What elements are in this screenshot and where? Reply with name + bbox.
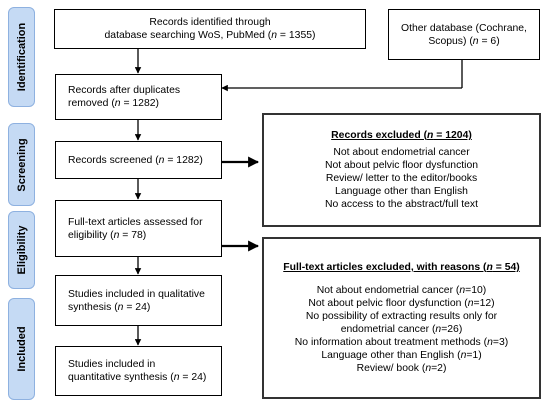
records-identified-box: Records identified through database sear…: [54, 9, 366, 49]
excluded-reason: Not about endometrial cancer: [333, 147, 470, 158]
qualitative-line1: Studies included in qualitative: [68, 288, 205, 300]
stage-identification: Identification: [8, 7, 35, 107]
fulltext-excluded-box: Full-text articles excluded, with reason…: [262, 237, 541, 399]
quantitative-line1: Studies included in: [68, 359, 156, 370]
other-database-line1: Other database (Cochrane,: [401, 22, 527, 34]
fulltext-reason: No information about treatment methods (…: [294, 337, 509, 348]
records-after-duplicates-box: Records after duplicates removed (n = 12…: [55, 74, 222, 120]
other-database-line2: Scopus) (n = 6): [428, 35, 500, 47]
stage-eligibility: Eligibility: [8, 211, 35, 289]
fulltext-reason: endometrial cancer (n=26): [340, 324, 463, 335]
fulltext-reason: Not about endometrial cancer (n=10): [316, 285, 487, 296]
fulltext-reason: No possibility of extracting results onl…: [305, 311, 498, 322]
quantitative-synthesis-box: Studies included in quantitative synthes…: [55, 346, 222, 396]
qualitative-line2: synthesis (n = 24): [68, 301, 151, 313]
excluded-reason: Not about pelvic floor dysfunction: [324, 160, 479, 171]
fulltext-reason: Not about pelvic floor dysfunction (n=12…: [308, 298, 495, 309]
stage-included: Included: [8, 298, 35, 400]
records-after-duplicates-line1: Records after duplicates: [68, 85, 181, 96]
records-identified-line1: Records identified through: [149, 17, 271, 28]
stage-screening: Screening: [8, 123, 35, 206]
other-database-box: Other database (Cochrane, Scopus) (n = 6…: [388, 9, 540, 60]
excluded-reason: Review/ letter to the editor/books: [325, 173, 478, 184]
quantitative-line2: quantitative synthesis (n = 24): [68, 372, 207, 383]
fulltext-excluded-title: Full-text articles excluded, with reason…: [283, 262, 520, 273]
excluded-reason: Language other than English: [335, 186, 468, 197]
records-screened-box: Records screened (n = 1282): [55, 141, 222, 179]
fulltext-reason: Review/ book (n=2): [356, 363, 447, 374]
excluded-reason: No access to the abstract/full text: [324, 199, 479, 210]
qualitative-synthesis-box: Studies included in qualitative synthesi…: [55, 275, 222, 326]
records-excluded-title: Records excluded (n = 1204): [331, 130, 472, 141]
fulltext-assessed-line1: Full-text articles assessed for: [68, 216, 203, 228]
fulltext-assessed-box: Full-text articles assessed for eligibil…: [55, 200, 222, 257]
fulltext-reason: Language other than English (n=1): [321, 350, 482, 361]
records-excluded-box: Records excluded (n = 1204) Not about en…: [262, 113, 541, 227]
records-identified-line2: database searching WoS, PubMed (n = 1355…: [104, 30, 316, 41]
records-screened-text: Records screened (n = 1282): [68, 154, 203, 166]
fulltext-assessed-line2: eligibility (n = 78): [68, 229, 147, 241]
records-after-duplicates-line2: removed (n = 1282): [68, 98, 159, 109]
